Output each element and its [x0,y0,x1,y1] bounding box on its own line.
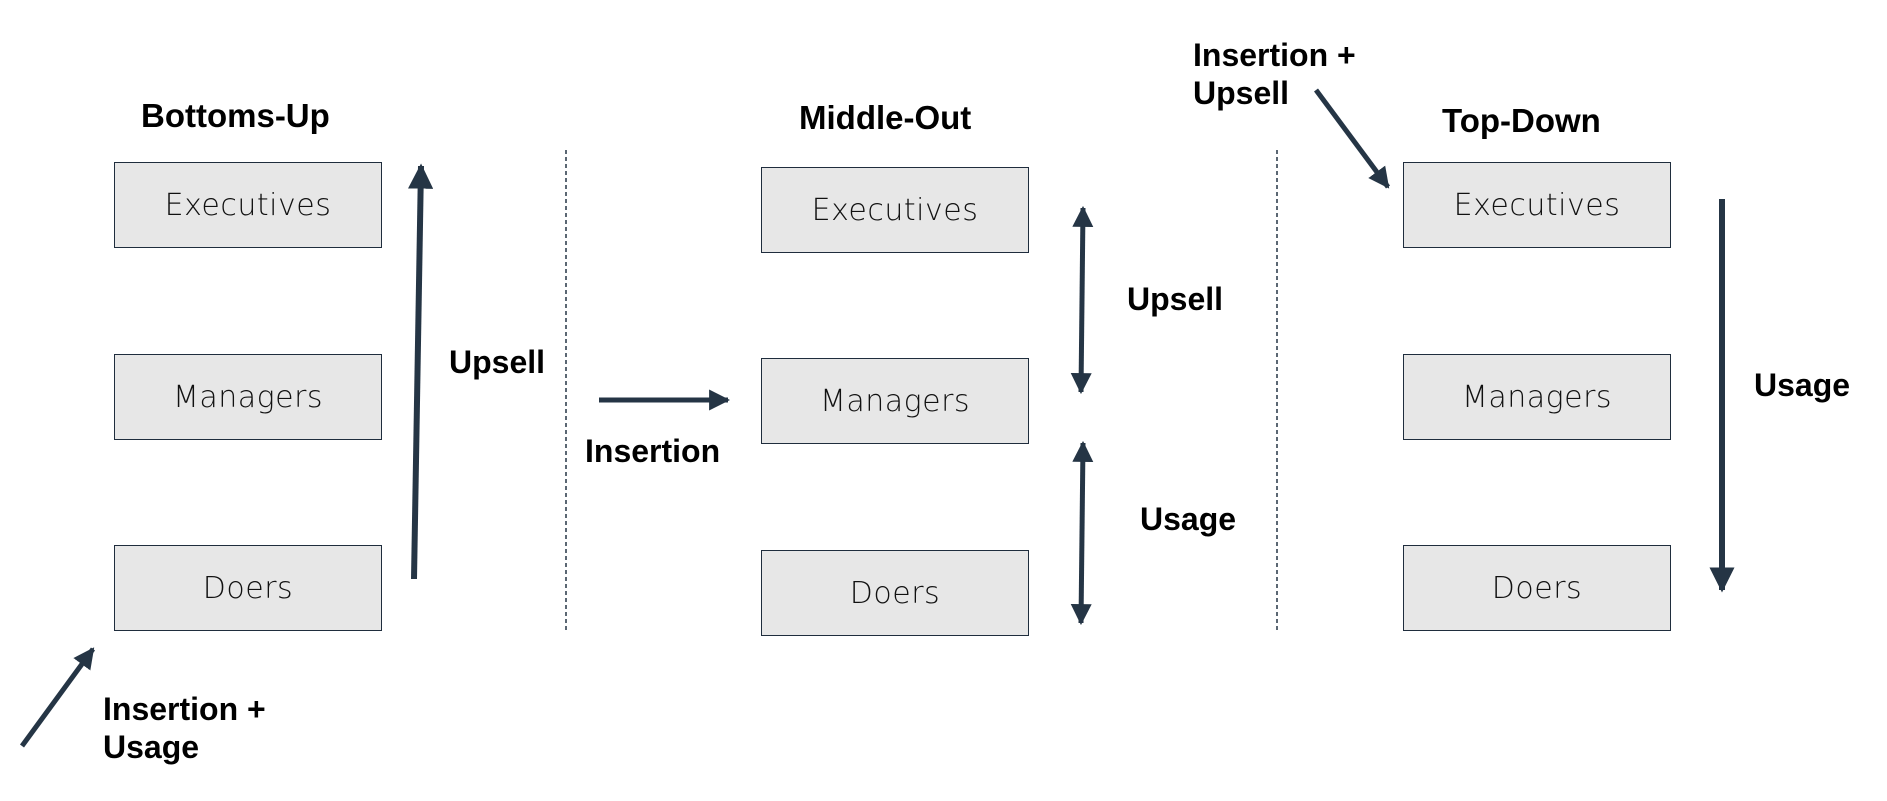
bottoms-up-entry-label: Insertion + Usage [103,690,266,767]
box-label: Executives [1453,187,1621,223]
box-label: Executives [811,192,979,228]
top-down-usage-label: Usage [1754,367,1851,403]
middle-out-usage-label: Usage [1140,501,1237,537]
top-down-executives-box: Executives [1403,162,1671,248]
box-label: Managers [819,383,971,419]
middle-out-managers-box: Managers [761,358,1029,444]
box-label: Managers [1461,379,1613,415]
entry-label-line: Usage [103,729,200,766]
bottoms-up-upsell-arrow [408,163,434,580]
box-label: Managers [172,379,324,415]
entry-label-line: Insertion + [103,691,266,727]
top-down-doers-box: Doers [1403,545,1671,631]
middle-out-upsell-arrow [1070,205,1094,395]
top-down-entry-arrow [1313,88,1391,189]
bottoms-up-managers-box: Managers [114,354,382,440]
bottoms-up-doers-box: Doers [114,545,382,631]
box-label: Doers [1491,570,1583,606]
top-down-title: Top-Down [1442,102,1601,139]
middle-out-doers-box: Doers [761,550,1029,636]
bottoms-up-executives-box: Executives [114,162,382,248]
middle-out-executives-box: Executives [761,167,1029,253]
middle-out-insertion-label: Insertion [585,433,721,469]
middle-out-usage-arrow [1070,440,1094,626]
entry-label-line: Upsell [1193,75,1290,112]
middle-out-upsell-label: Upsell [1127,281,1224,317]
box-label: Doers [849,575,941,611]
bottoms-up-upsell-label: Upsell [449,344,546,380]
middle-out-title: Middle-Out [799,99,972,136]
top-down-managers-box: Managers [1403,354,1671,440]
box-label: Executives [164,187,332,223]
entry-label-line: Insertion + [1193,37,1356,73]
bottoms-up-title: Bottoms-Up [141,97,330,134]
bottoms-up-entry-arrow [19,647,96,748]
top-down-entry-label: Insertion + Upsell [1193,36,1356,113]
box-label: Doers [202,570,294,606]
